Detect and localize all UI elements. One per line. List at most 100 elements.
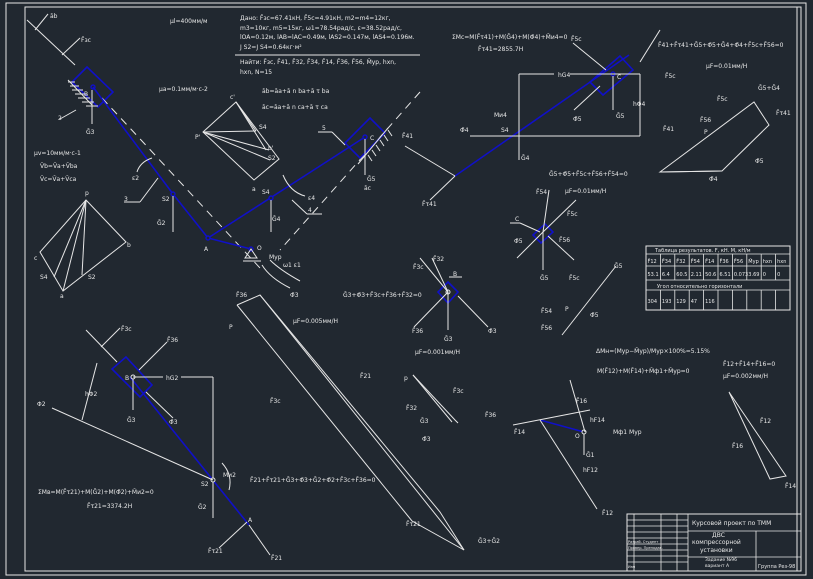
- scale-mu-v: μv=10мм/м·с-1: [34, 150, 81, 157]
- tb-subject2: компрессорной: [692, 539, 741, 546]
- joint-a: [205, 235, 211, 241]
- table-cell-angles: 193: [662, 299, 672, 305]
- table-cell-headers: F̄14: [705, 258, 714, 265]
- label-ft41: F̄τ41: [422, 201, 437, 208]
- g3-f32: F̄32: [433, 256, 444, 263]
- label-ac: āc: [364, 185, 371, 192]
- label-hphi2: hΦ2: [85, 391, 98, 398]
- pc-f16: F̄16: [732, 443, 743, 450]
- table-caption: Таблица результатов. F, кН. M, кН/м: [654, 248, 751, 254]
- table-cell-headers: M̄ур: [748, 258, 758, 265]
- aplan-p-prime: P': [195, 134, 201, 141]
- table-cell-headers: F̄54: [691, 258, 700, 265]
- table-cell-values: 6.51: [720, 272, 731, 278]
- acceleration-plan: c' P' S4 b' S2 a āb=āa+ā n ba+ā τ ba āc=…: [195, 88, 330, 193]
- p23-f3c: F̄3c: [270, 398, 281, 405]
- table-cell-headers: F̄34: [662, 258, 671, 265]
- vector-f5c: [572, 42, 607, 71]
- given-line1: Дано: F̄зс=67.41кН, F̄5с=4.91кН, m2=m4=1…: [240, 15, 391, 22]
- inner-frame: [24, 6, 802, 572]
- tb-title: Курсовой проект по ТММ: [692, 520, 771, 527]
- table-cell-angles: 47: [691, 299, 697, 305]
- label-f3c-top: F̄зс: [81, 37, 91, 44]
- poly-f41: F̄41: [663, 126, 674, 133]
- label-s4: S4: [262, 189, 270, 196]
- label-g2: Ḡ2: [157, 220, 166, 227]
- table-cell-angles: 116: [705, 299, 715, 305]
- group-5-diagram: Ḡ5+Φ̄5+F̄5c+F̄56+F̄54=0 μF=0.01мм/Н C F̄…: [510, 171, 628, 282]
- eq-f41: F̄τ41=2855.7Н: [478, 46, 523, 53]
- g2-phi3: Φ̄3: [169, 419, 178, 426]
- tb-checker: Провер. Преподав.: [628, 546, 663, 550]
- find-line1: Найти: F̄зс, F̄41, F̄32, F̄34, F̄14, F̄3…: [240, 59, 396, 66]
- label-g4-group: Ḡ4: [521, 155, 530, 162]
- g5-g5: Ḡ5: [540, 275, 549, 282]
- force-polygon-23: F̄36 Φ̄3 P μF=0.005мм/Н F̄21 F̄3c F̄τ21 …: [229, 292, 500, 551]
- table-cell-values: 2.11: [691, 272, 702, 278]
- poly-g5g4: Ḡ5+Ḡ4: [758, 85, 780, 92]
- label-hg4: hG4: [558, 72, 570, 79]
- vplan-b: b: [127, 242, 131, 249]
- tb-developer: Разраб. Студент: [628, 540, 658, 544]
- g2-g2: Ḡ2: [198, 504, 207, 511]
- leader-f3c: [61, 37, 81, 56]
- scale-mu-f5: μF=0.002мм/Н: [723, 373, 768, 380]
- tb-subject1: ДВС: [712, 532, 725, 539]
- given-line4: J S2=J S4=0.64кг·м²: [239, 44, 302, 51]
- results-table: Таблица результатов. F, кН. M, кН/м Угол…: [645, 245, 791, 311]
- eq-moment-b: ΣMв=M(F̄τ21)+M(Ḡ2)+M(Φ̄2)+M̄и2=0: [38, 489, 154, 496]
- slider-c: [343, 116, 387, 160]
- label-hg2: hG2: [166, 375, 178, 382]
- aplan-s4-prime: S4: [259, 124, 267, 131]
- table-cell-headers: F̄36: [720, 258, 729, 265]
- g2-f36: F̄36: [167, 337, 178, 344]
- table-cell-values: 50.6: [705, 272, 716, 278]
- g2-mi2: Mи2: [223, 472, 236, 479]
- table-cell-headers: F̄32: [676, 258, 685, 265]
- find-line2: hxn, N=15: [240, 69, 272, 76]
- link-ab: [92, 86, 209, 239]
- p5-g5: Ḡ5: [614, 263, 623, 270]
- eq-sum-link45: F̄41+F̄τ41+Ḡ5+Φ̄5+Ḡ4+Φ̄4+F̄5c+F̄56=0: [658, 42, 784, 49]
- p23-phi3: Φ̄3: [290, 292, 299, 299]
- label-mi4: Mи4: [494, 112, 507, 119]
- slider-5: [531, 222, 555, 245]
- p5-p: P: [565, 306, 569, 313]
- label-s2: S2: [162, 196, 170, 203]
- aplan-s2-prime: S2: [268, 155, 276, 162]
- group-3-diagram: F̄3c F̄32 B F̄36 Ḡ3 Φ̄3 μF=0.001мм/Н Ḡ3+…: [343, 256, 497, 356]
- label-link-3: 3: [124, 196, 128, 203]
- vplan-p: p: [85, 190, 89, 197]
- p23-g3g2: Ḡ3+Ḡ2: [478, 538, 500, 545]
- g3-phi3: Φ̄3: [488, 328, 497, 335]
- g3-g3: Ḡ3: [444, 336, 453, 343]
- label-o: O: [257, 245, 262, 252]
- aplan-c-prime: c': [230, 94, 235, 101]
- p23-p: P: [229, 324, 233, 331]
- label-eps4: ε4: [308, 195, 315, 202]
- ground-o: [244, 248, 258, 259]
- crank-hf14: hF14: [590, 417, 605, 424]
- pc-f14: F̄14: [785, 483, 796, 490]
- eq-vel-b: V̄b=V̄a+V̄ba: [40, 163, 78, 170]
- table-cell-values: 0.073: [734, 272, 748, 278]
- table-cell-headers: hxn: [763, 259, 772, 265]
- leader-ab: [34, 13, 49, 31]
- group-45-diagram: ΣMc=M(F̄τ41)+M(Ḡ4)+M(Φ̄4)+M̄и4=0 F̄τ41=2…: [402, 29, 661, 208]
- poly-phi5: Φ̄5: [755, 158, 764, 165]
- label-eps2: ε2: [132, 175, 139, 182]
- pc-f12: F̄12: [760, 418, 771, 425]
- g3-f36: F̄36: [412, 328, 423, 335]
- g2-phi2: Φ2: [37, 401, 46, 408]
- crank-diagram: ΔMн=(Mур−M̄ур)/Mур×100%=5.15% M(F̄12)+M(…: [512, 348, 710, 517]
- given-block: Дано: F̄зс=67.41кН, F̄5с=4.91кН, m2=m4=1…: [235, 15, 420, 76]
- outer-border: [5, 2, 807, 576]
- arc-eps4: [282, 174, 306, 197]
- label-c: C: [370, 135, 374, 142]
- table-cell-angles: 304: [648, 299, 658, 305]
- vplan-s4: S4: [40, 274, 48, 281]
- p5-phi5: Φ̄5: [590, 312, 599, 319]
- label-a: A: [204, 246, 209, 253]
- link-4: [454, 54, 630, 177]
- label-phi5: Φ̄5: [573, 116, 582, 123]
